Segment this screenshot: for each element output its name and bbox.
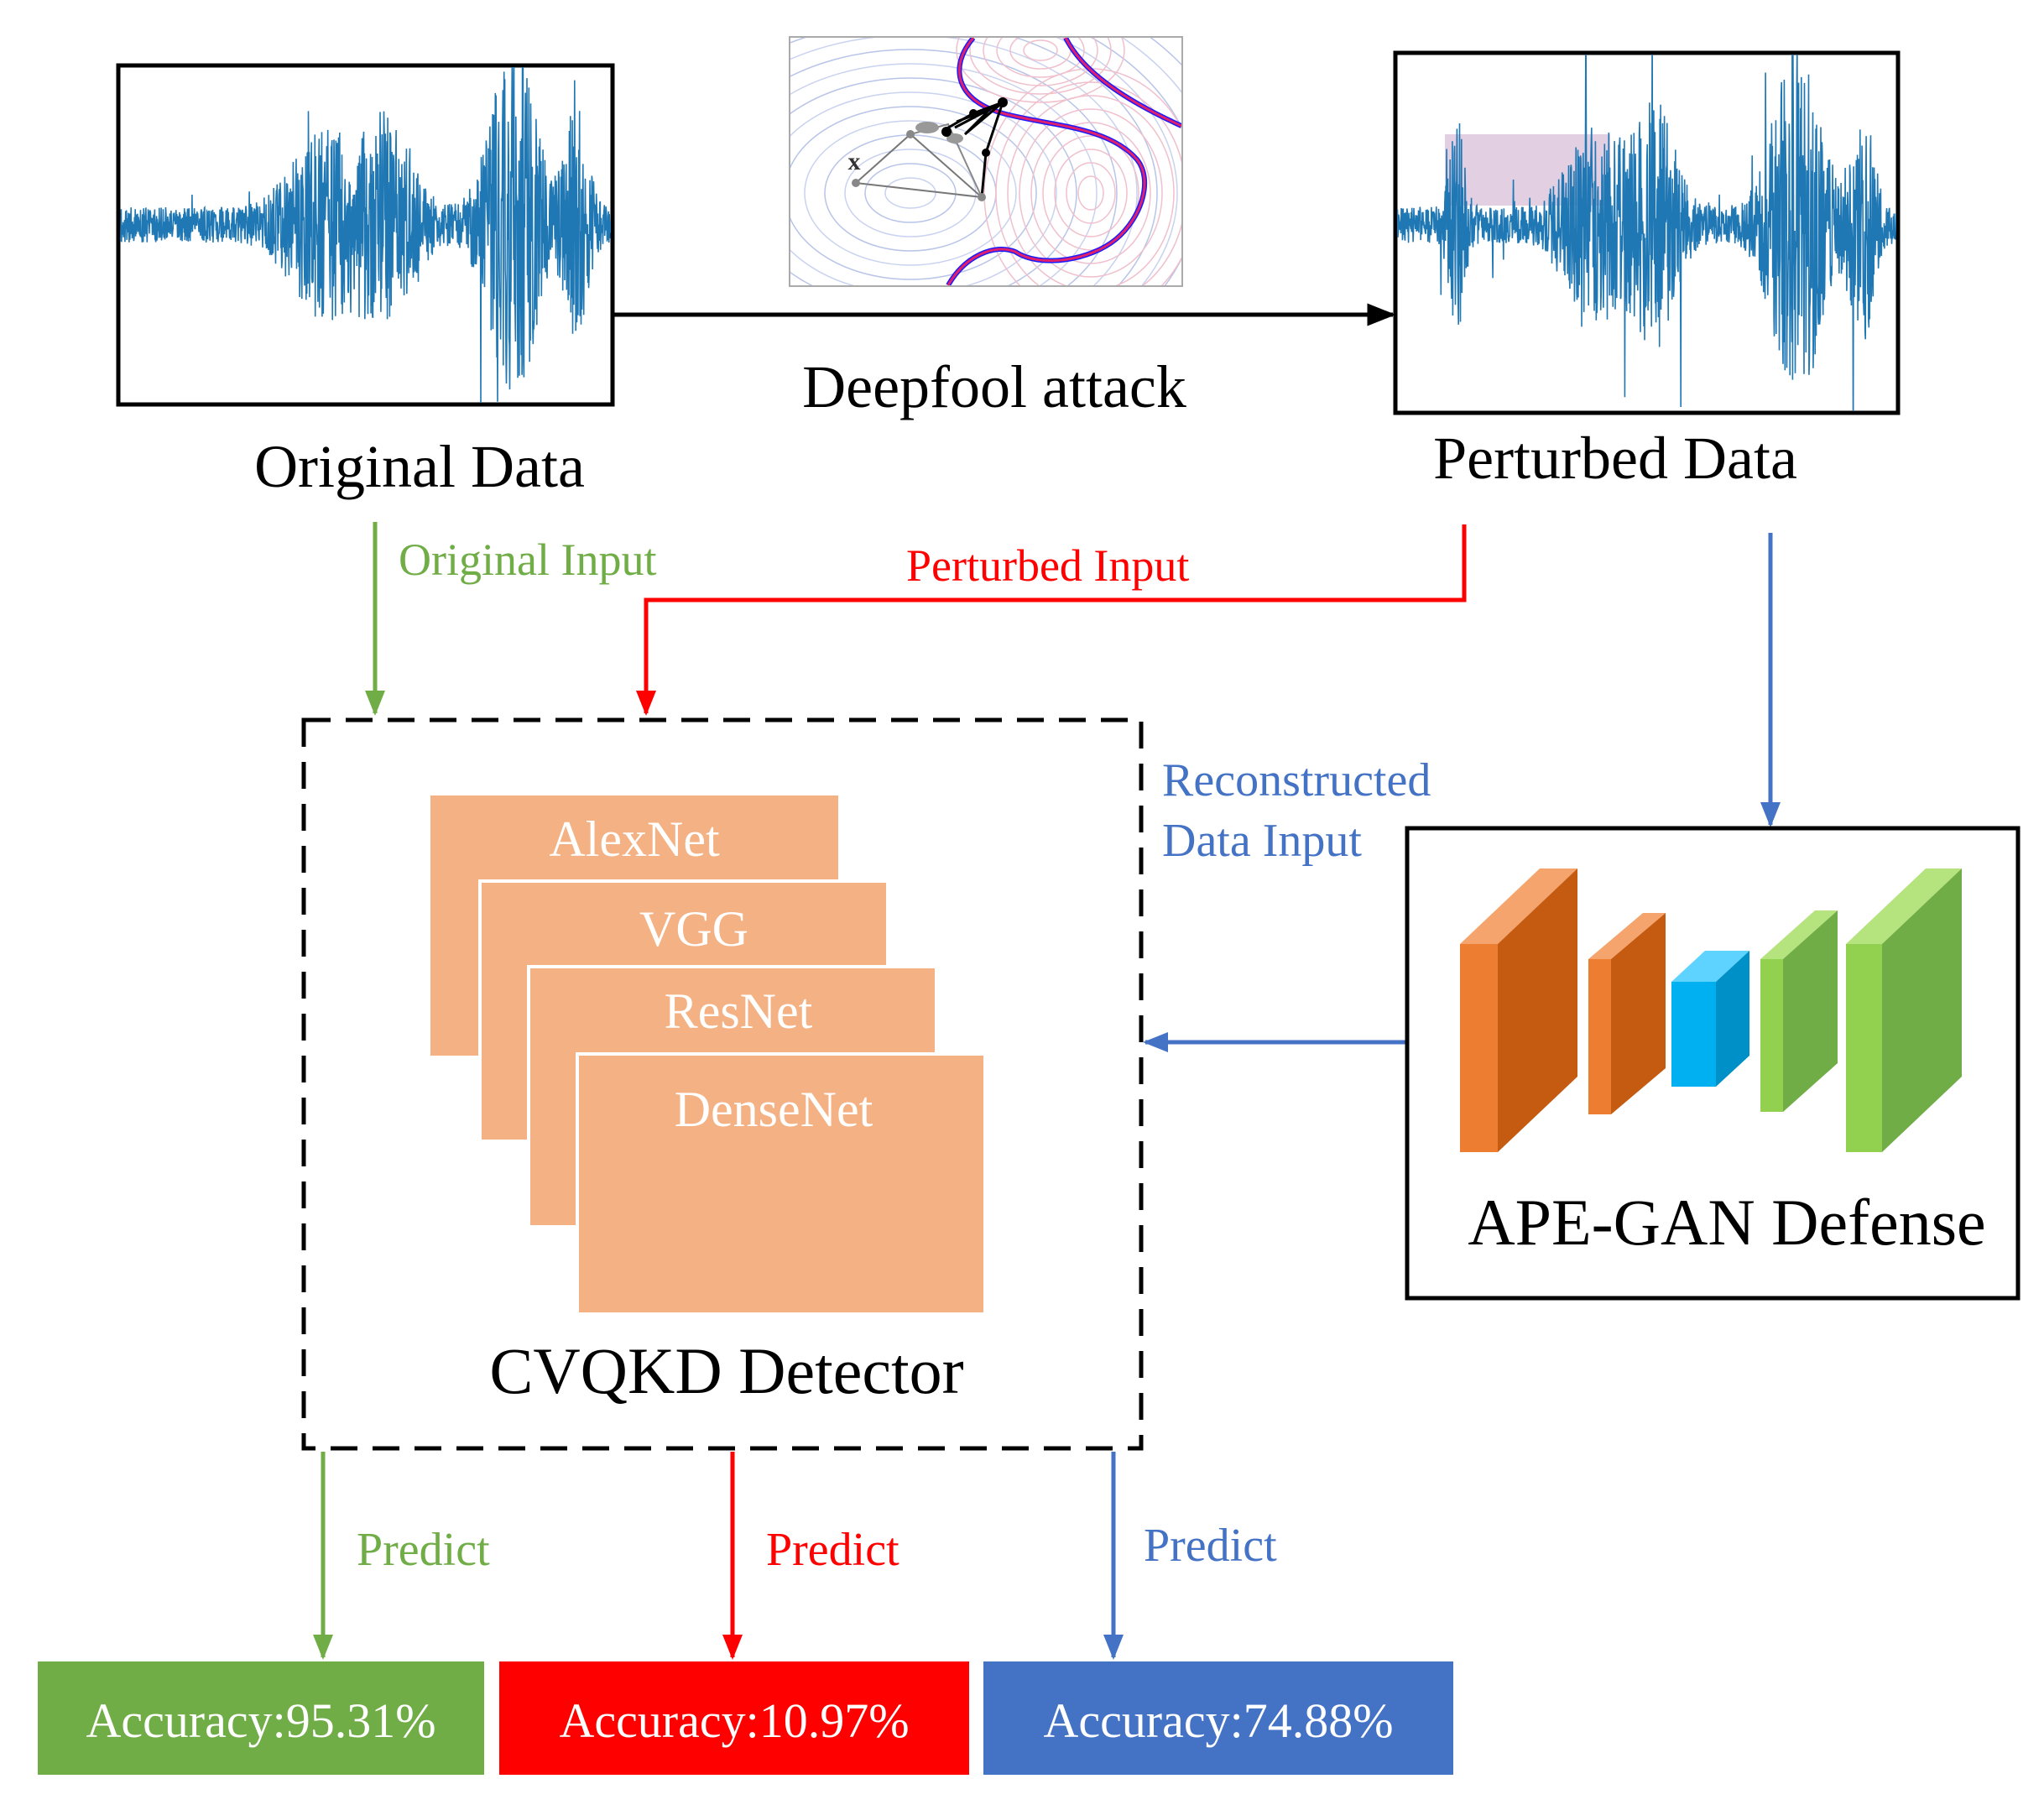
network-card-densenet (576, 1052, 987, 1316)
result-label-original: Accuracy:95.31% (86, 1693, 435, 1748)
predict-label-red: Predict (766, 1524, 899, 1576)
ape-gan-network-icon (1460, 868, 1962, 1152)
network-label-resnet: ResNet (665, 983, 813, 1039)
result-label-perturbed: Accuracy:10.97% (559, 1693, 909, 1748)
result-box-reconstructed (983, 1661, 1453, 1775)
original-waveform (120, 67, 611, 403)
attack-trajectory (852, 97, 1008, 201)
result-box-original (38, 1661, 484, 1775)
predict-label-green: Predict (357, 1524, 490, 1576)
ape-gan-label: APE-GAN Defense (1468, 1186, 1985, 1259)
result-label-reconstructed: Accuracy:74.88% (1043, 1693, 1393, 1748)
network-label-alexnet: AlexNet (549, 811, 720, 867)
network-label-densenet: DenseNet (675, 1082, 873, 1137)
reconstructed-label-line2: Data Input (1162, 815, 1362, 867)
reconstructed-label-line1: Reconstructed (1162, 754, 1431, 806)
attack-decision-boundary (946, 38, 1181, 285)
perturbed-input-arrow (636, 524, 1467, 716)
perturbed-data-label: Perturbed Data (1433, 425, 1797, 492)
attack-contours (790, 38, 1181, 285)
perturbed-input-label: Perturbed Input (906, 540, 1189, 591)
cvqkd-detector-label: CVQKD Detector (489, 1334, 963, 1407)
original-input-label: Original Input (399, 535, 656, 585)
network-label-vgg: VGG (639, 901, 748, 957)
predict-label-blue: Predict (1144, 1520, 1277, 1572)
network-stack: AlexNet VGG ResNet DenseNet (430, 795, 987, 1316)
attack-point-label: x (848, 148, 861, 175)
result-box-perturbed (499, 1661, 969, 1775)
cvqkd-detector-box (301, 717, 1144, 1451)
original-data-label: Original Data (254, 433, 585, 500)
perturbed-waveform (1397, 55, 1896, 411)
deepfool-attack-label: Deepfool attack (802, 353, 1186, 420)
